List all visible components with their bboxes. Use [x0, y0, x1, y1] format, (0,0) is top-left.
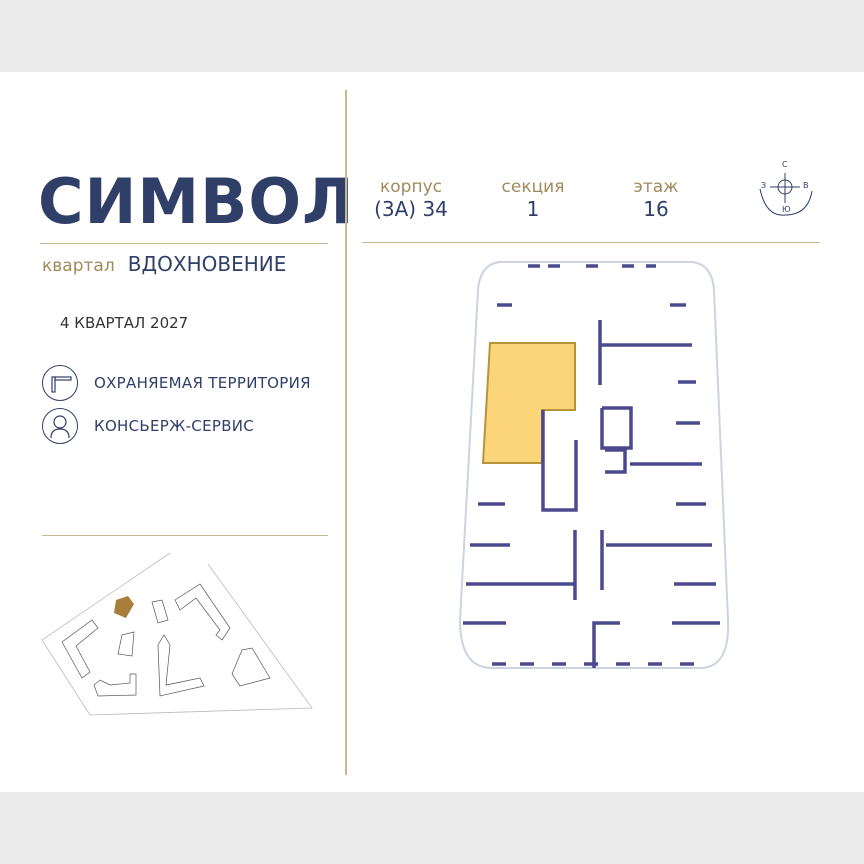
info-section: секция 1	[473, 177, 593, 221]
completion-date: 4 КВАРТАЛ 2027	[60, 314, 189, 332]
info-floor: этаж 16	[596, 177, 716, 221]
info-value: (3А) 34	[374, 197, 448, 221]
feature-security: ОХРАНЯЕМАЯ ТЕРРИТОРИЯ	[42, 365, 311, 401]
feature-concierge: КОНСЬЕРЖ-СЕРВИС	[42, 408, 254, 444]
info-label: этаж	[633, 177, 679, 197]
divider	[40, 243, 328, 244]
site-map	[41, 552, 313, 716]
district-name: ВДОХНОВЕНИЕ	[127, 252, 287, 276]
barrier-icon	[42, 365, 78, 401]
compass-s: Ю	[782, 205, 791, 214]
compass-n: С	[782, 160, 788, 169]
compass-w: З	[761, 181, 767, 190]
current-building	[114, 596, 134, 618]
selected-apartment[interactable]	[481, 342, 576, 464]
divider	[42, 535, 328, 536]
logo: СИМВОЛ	[38, 165, 355, 238]
vertical-divider	[345, 90, 347, 775]
compass-icon: С Ю З В	[752, 160, 822, 223]
district: квартал ВДОХНОВЕНИЕ	[42, 252, 286, 276]
divider	[362, 242, 820, 243]
compass-e: В	[803, 181, 809, 190]
feature-label: ОХРАНЯЕМАЯ ТЕРРИТОРИЯ	[94, 374, 311, 392]
info-label: корпус	[380, 177, 442, 197]
info-corpus: корпус (3А) 34	[351, 177, 471, 221]
info-label: секция	[501, 177, 565, 197]
info-value: 16	[643, 197, 669, 221]
feature-label: КОНСЬЕРЖ-СЕРВИС	[94, 417, 255, 435]
district-label: квартал	[42, 256, 115, 276]
concierge-icon	[42, 408, 78, 444]
info-value: 1	[526, 197, 540, 221]
